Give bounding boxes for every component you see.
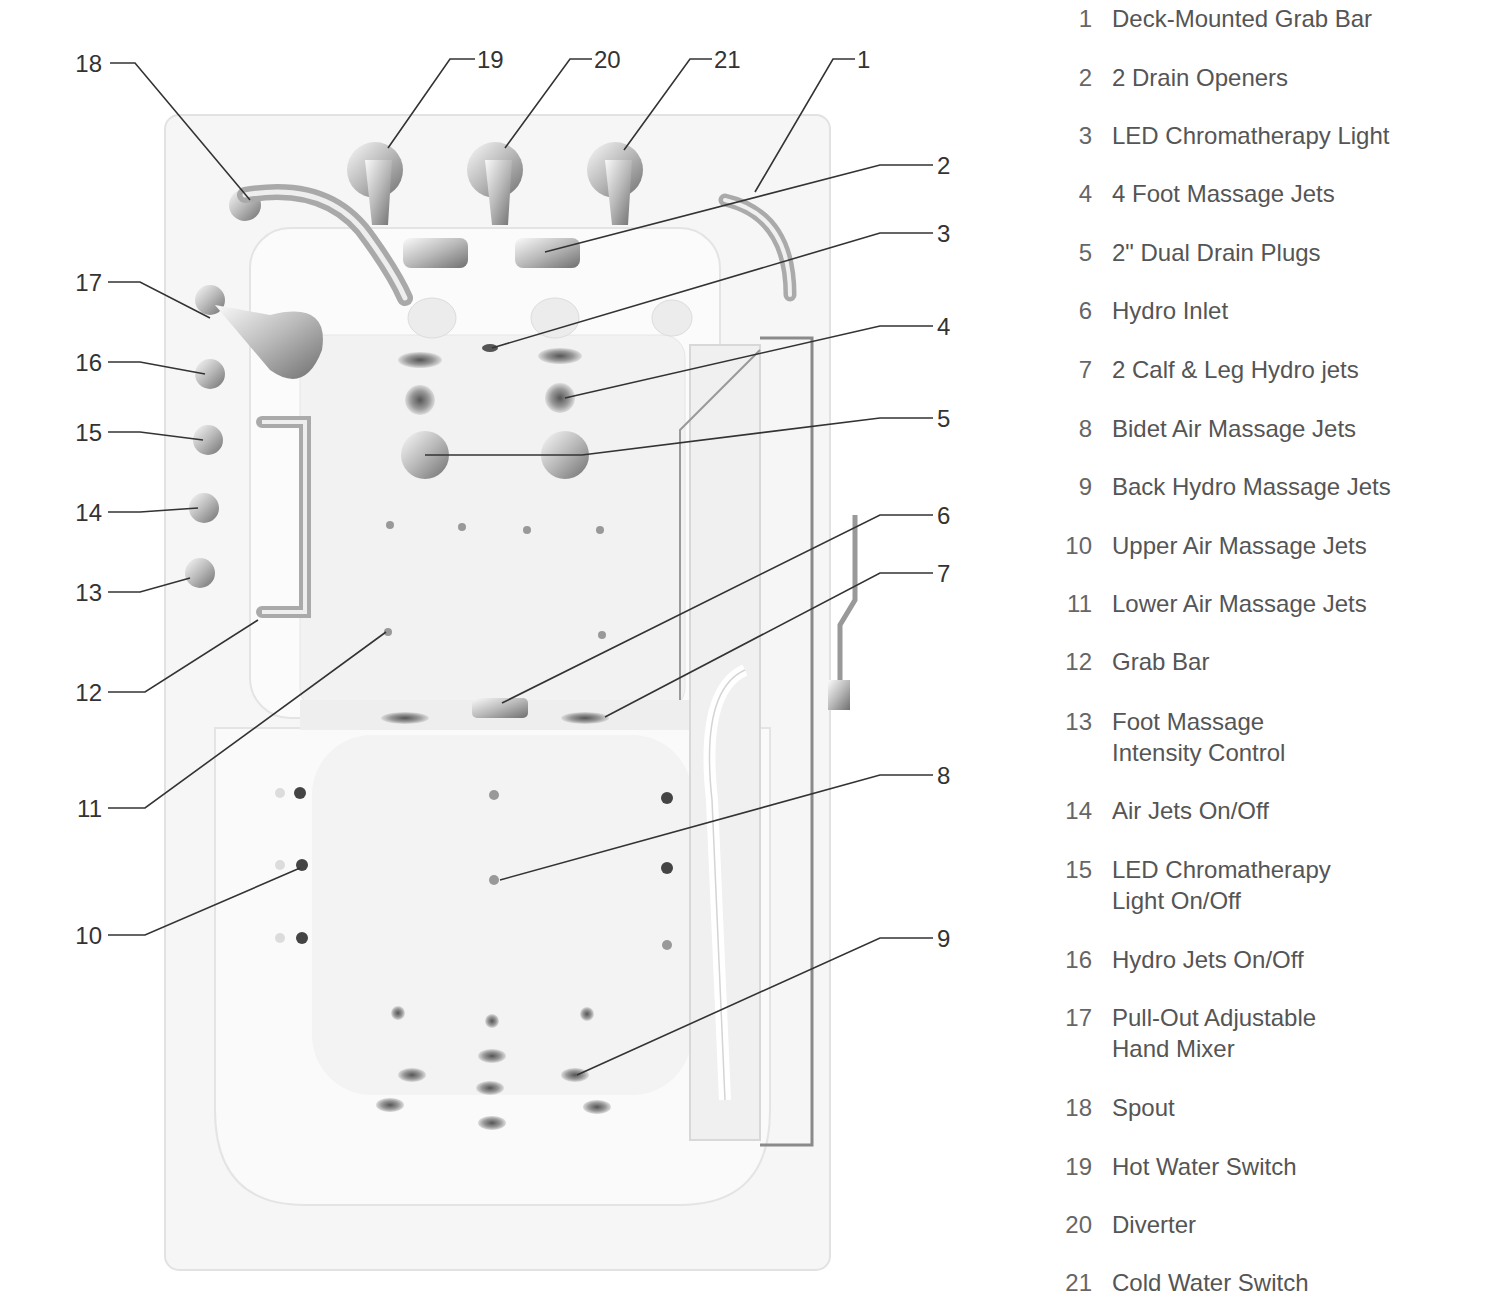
list-number: 12 xyxy=(1065,646,1092,677)
list-number: 6 xyxy=(1079,295,1092,326)
list-number: 7 xyxy=(1079,354,1092,385)
part-name: Grab Bar xyxy=(1112,646,1492,677)
part-name: 2 Calf & Leg Hydro jets xyxy=(1112,354,1492,385)
part-name: Hot Water Switch xyxy=(1112,1151,1492,1182)
faucets xyxy=(347,142,643,225)
part-name: Diverter xyxy=(1112,1209,1492,1240)
list-number: 8 xyxy=(1079,413,1092,444)
callout-number: 9 xyxy=(937,923,950,954)
jets xyxy=(275,238,692,1130)
callout-number: 14 xyxy=(75,497,102,528)
callout-number: 19 xyxy=(477,44,504,75)
list-number: 3 xyxy=(1079,120,1092,151)
list-number: 17 xyxy=(1065,1002,1092,1033)
spout-and-bars xyxy=(229,189,855,1100)
part-name: Pull-Out Adjustable Hand Mixer xyxy=(1112,1002,1347,1064)
callout-number: 12 xyxy=(75,677,102,708)
part-name: Bidet Air Massage Jets xyxy=(1112,413,1492,444)
leader-lines xyxy=(108,59,933,1075)
part-name: Hydro Inlet xyxy=(1112,295,1492,326)
list-number: 20 xyxy=(1065,1209,1092,1240)
callout-number: 2 xyxy=(937,150,950,181)
callout-number: 8 xyxy=(937,760,950,791)
list-number: 16 xyxy=(1065,944,1092,975)
part-name: LED Chromatherapy Light xyxy=(1112,120,1492,151)
part-name: 2 Drain Openers xyxy=(1112,62,1492,93)
part-name: Spout xyxy=(1112,1092,1492,1123)
part-name: Cold Water Switch xyxy=(1112,1267,1492,1298)
part-name: Hydro Jets On/Off xyxy=(1112,944,1492,975)
list-number: 18 xyxy=(1065,1092,1092,1123)
callout-number: 11 xyxy=(77,793,102,824)
list-number: 1 xyxy=(1079,3,1092,34)
callout-number: 1 xyxy=(857,44,870,75)
callout-number: 4 xyxy=(937,311,950,342)
part-name: 4 Foot Massage Jets xyxy=(1112,178,1492,209)
callout-number: 6 xyxy=(937,500,950,531)
part-name: Back Hydro Massage Jets xyxy=(1112,471,1492,502)
list-number: 5 xyxy=(1079,237,1092,268)
list-number: 2 xyxy=(1079,62,1092,93)
callout-number: 20 xyxy=(594,44,621,75)
part-name: 2" Dual Drain Plugs xyxy=(1112,237,1492,268)
part-name: Deck-Mounted Grab Bar xyxy=(1112,3,1492,34)
callout-number: 5 xyxy=(937,403,950,434)
callout-number: 13 xyxy=(75,577,102,608)
controls xyxy=(185,285,323,588)
callout-number: 21 xyxy=(714,44,741,75)
list-number: 21 xyxy=(1065,1267,1092,1298)
callout-number: 3 xyxy=(937,218,950,249)
list-number: 11 xyxy=(1067,588,1092,619)
part-name: Lower Air Massage Jets xyxy=(1112,588,1492,619)
list-number: 14 xyxy=(1065,795,1092,826)
callout-number: 7 xyxy=(937,558,950,589)
list-number: 15 xyxy=(1065,854,1092,885)
callout-number: 10 xyxy=(75,920,102,951)
list-number: 9 xyxy=(1079,471,1092,502)
list-number: 19 xyxy=(1065,1151,1092,1182)
callout-number: 16 xyxy=(75,347,102,378)
list-number: 13 xyxy=(1065,706,1092,737)
list-number: 4 xyxy=(1079,178,1092,209)
callout-number: 18 xyxy=(75,48,102,79)
part-name: Air Jets On/Off xyxy=(1112,795,1492,826)
part-name: Foot Massage Intensity Control xyxy=(1112,706,1347,768)
callout-number: 17 xyxy=(75,267,102,298)
list-number: 10 xyxy=(1065,530,1092,561)
callout-number: 15 xyxy=(75,417,102,448)
part-name: Upper Air Massage Jets xyxy=(1112,530,1492,561)
part-name: LED Chromatherapy Light On/Off xyxy=(1112,854,1347,916)
tub-body xyxy=(165,115,830,1270)
